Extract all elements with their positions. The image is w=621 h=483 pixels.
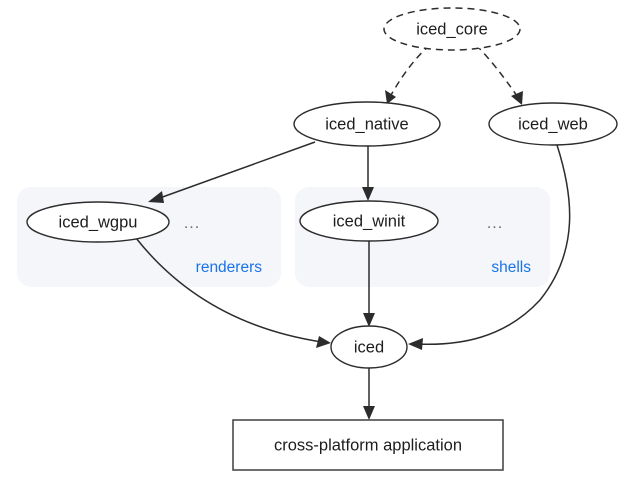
edge-iced-core-to-iced-native-line [390, 44, 431, 96]
edge-iced-native-to-iced-winit [362, 146, 374, 201]
edge-iced-to-app-arrowhead [363, 406, 375, 420]
edge-iced-native-to-iced-wgpu-line [156, 141, 316, 200]
node-iced-winit-shape[interactable] [299, 200, 439, 242]
edge-iced-web-to-iced-arrowhead [408, 338, 423, 350]
edge-iced-core-to-iced-native-arrowhead [385, 90, 396, 104]
node-iced-native-label: iced_native [325, 115, 408, 133]
node-iced-core[interactable]: iced_core [383, 7, 521, 51]
node-iced[interactable]: iced [330, 325, 408, 369]
node-iced-label: iced [354, 338, 384, 356]
edge-iced-native-to-iced-winit-arrowhead [362, 187, 374, 201]
node-iced-web-label: iced_web [518, 115, 588, 133]
node-iced-web[interactable]: iced_web [488, 102, 618, 146]
edge-iced-core-to-iced-web [475, 44, 523, 105]
edge-iced-winit-to-iced [363, 241, 375, 327]
edge-iced-native-to-iced-wgpu-arrowhead [148, 191, 164, 203]
node-iced-winit-label: iced_winit [333, 212, 406, 230]
edge-iced-native-to-iced-wgpu [148, 141, 316, 203]
node-cross-platform-application-shape[interactable] [232, 419, 504, 471]
node-iced-wgpu-shape[interactable] [26, 201, 170, 243]
cluster-renderers-ellipsis: ... [184, 215, 200, 232]
node-iced-native[interactable]: iced_native [293, 101, 441, 147]
edge-iced-core-to-iced-web-line [475, 44, 518, 97]
edge-iced-web-to-iced [408, 144, 571, 350]
edge-iced-web-to-iced-line [416, 144, 571, 346]
edge-iced-to-app [363, 368, 375, 420]
node-iced-native-shape[interactable] [293, 101, 441, 147]
edge-iced-wgpu-to-iced [135, 237, 331, 348]
node-iced-wgpu[interactable]: iced_wgpu [26, 201, 170, 243]
edge-iced-wgpu-to-iced-line [135, 237, 323, 343]
node-cross-platform-application-label: cross-platform application [274, 436, 462, 454]
cluster-shells-ellipsis: ... [487, 215, 503, 232]
edge-iced-winit-to-iced-arrowhead [363, 313, 375, 327]
edge-iced-wgpu-to-iced-arrowhead [316, 336, 331, 348]
node-iced-web-shape[interactable] [488, 102, 618, 146]
cluster-shells-label: shells [491, 259, 531, 276]
node-iced-winit[interactable]: iced_winit [299, 200, 439, 242]
edge-iced-core-to-iced-web-arrowhead [511, 91, 523, 105]
node-iced-wgpu-label: iced_wgpu [59, 213, 138, 231]
node-iced-core-label: iced_core [416, 20, 488, 38]
cluster-renderers-label: renderers [196, 259, 263, 276]
node-iced-shape[interactable] [330, 325, 408, 369]
edge-iced-core-to-iced-native [385, 44, 431, 104]
node-cross-platform-application[interactable]: cross-platform application [232, 419, 504, 471]
node-iced-core-shape[interactable] [383, 7, 521, 51]
